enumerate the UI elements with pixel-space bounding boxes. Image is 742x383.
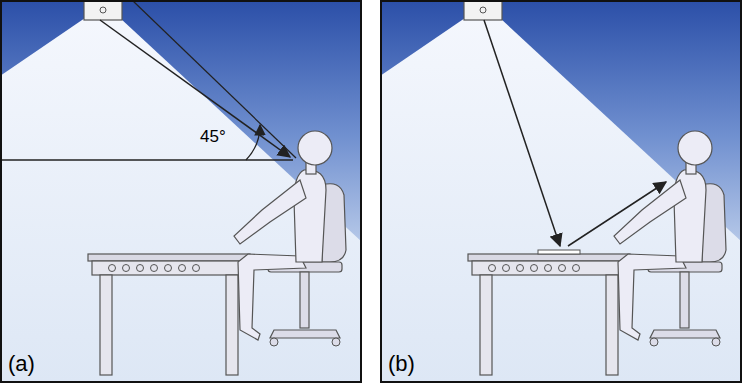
angle-label: 45° bbox=[200, 128, 226, 147]
panel-label: (a) bbox=[8, 352, 35, 376]
panel-b bbox=[380, 0, 742, 383]
panel-label: (b) bbox=[388, 352, 415, 376]
panel-a bbox=[0, 0, 362, 383]
